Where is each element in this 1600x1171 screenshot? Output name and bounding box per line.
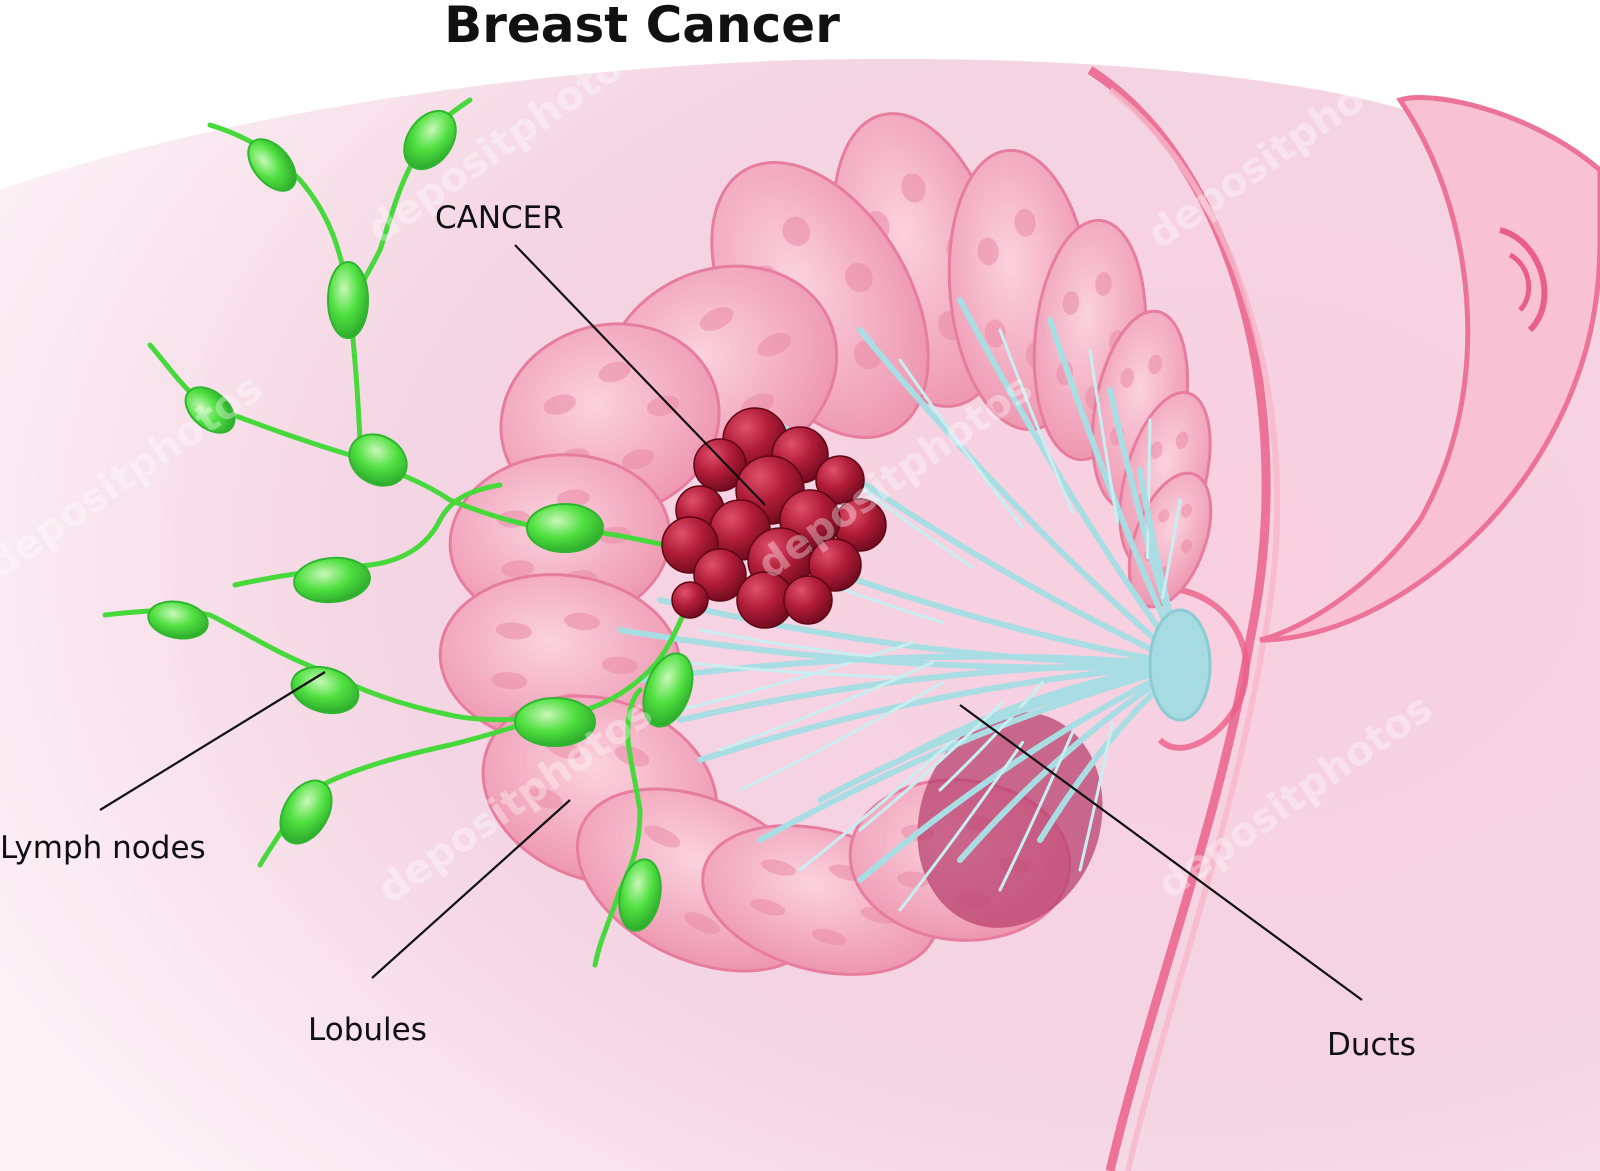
lobule-texture	[901, 173, 926, 203]
lobule-texture	[646, 395, 680, 416]
lobule-texture	[1095, 271, 1112, 296]
duct-branch	[857, 327, 1188, 668]
lobule-texture	[1120, 367, 1135, 388]
lobules-leader	[371, 799, 571, 979]
diagram-title: Breast Cancer	[444, 0, 840, 54]
duct-branch	[677, 661, 1188, 723]
lobule-texture	[684, 911, 721, 934]
label-cancer: CANCER	[435, 200, 564, 236]
tumor-cell	[808, 538, 862, 592]
lobule-texture	[543, 394, 576, 415]
duct-convergence	[1148, 608, 1212, 722]
lobule-texture	[1062, 290, 1080, 315]
duct-twig	[998, 731, 1074, 892]
lobule-texture	[598, 361, 631, 383]
lymph-node	[327, 261, 369, 339]
lymph-node	[526, 503, 604, 553]
lobule-texture	[750, 899, 786, 916]
duct-twig	[938, 681, 1044, 792]
lobule-texture	[601, 656, 638, 674]
duct-twig	[1161, 498, 1182, 599]
lobule-texture	[1175, 431, 1189, 450]
lymph-node	[279, 779, 333, 845]
lymph-node	[247, 138, 297, 192]
lobule-texture	[1158, 509, 1170, 523]
lobule-texture	[495, 622, 532, 640]
lymph-network	[102, 97, 713, 968]
label-lymph-nodes: Lymph nodes	[0, 830, 206, 866]
lobule-texture	[1149, 441, 1163, 460]
lobule-texture	[1180, 503, 1192, 518]
lobule-texture	[564, 612, 600, 630]
duct-twig	[898, 358, 1024, 529]
ducts	[617, 297, 1212, 912]
cancer-leader	[514, 244, 766, 506]
duct-branch	[697, 662, 1188, 763]
duct-branch	[637, 653, 1188, 683]
duct-twig	[1146, 418, 1152, 559]
tumor-cell	[693, 548, 747, 602]
lymph-node	[618, 858, 662, 932]
lobule-texture	[556, 489, 590, 507]
lobule-texture	[845, 262, 873, 293]
lymph-node	[348, 433, 408, 487]
duct-branch	[857, 662, 1188, 883]
duct-twig	[1078, 721, 1114, 872]
duct-branch	[817, 662, 1188, 803]
duct-twig	[1088, 348, 1119, 524]
leader-lines	[99, 244, 1363, 1001]
duct-twig	[738, 681, 944, 792]
duct-twig	[678, 641, 914, 712]
duct-twig	[798, 721, 974, 872]
duct-branch	[757, 662, 1188, 843]
label-ducts: Ducts	[1327, 1027, 1416, 1063]
lymph-node	[514, 697, 596, 747]
duct-twig	[998, 328, 1074, 514]
lobule-texture	[528, 787, 563, 809]
label-lobules: Lobules	[308, 1012, 427, 1048]
lobule-texture	[984, 319, 1006, 348]
lobule-texture	[491, 672, 528, 690]
tumor	[661, 407, 887, 629]
tumor-cell	[783, 575, 833, 625]
lymph-nodes-leader	[99, 671, 326, 811]
lobule-texture	[1014, 208, 1036, 237]
lymph-node	[642, 652, 694, 728]
lobule-texture	[501, 560, 535, 578]
tumor-cell	[671, 581, 709, 619]
lobule-texture	[1180, 539, 1192, 553]
lobule-texture	[811, 928, 847, 946]
lobule-texture	[977, 237, 999, 266]
duct-twig	[858, 701, 1004, 832]
lobule-texture	[757, 332, 792, 357]
lobule-texture	[760, 859, 796, 876]
lymph-node	[293, 556, 371, 604]
lobule-texture	[621, 449, 655, 470]
lymph-node	[290, 665, 360, 715]
duct-twig	[898, 741, 1024, 912]
lobule-texture	[1148, 354, 1162, 375]
lobule-texture	[782, 216, 811, 246]
duct-branch	[957, 297, 1188, 668]
lobule-texture	[699, 307, 734, 331]
lymph-node	[403, 109, 457, 171]
ducts-leader	[959, 704, 1363, 1001]
lobule-texture	[644, 825, 681, 848]
lymph-node	[184, 386, 236, 434]
lymph-node	[147, 600, 209, 640]
tumor-cell	[815, 455, 865, 505]
duct-twig	[718, 661, 934, 752]
